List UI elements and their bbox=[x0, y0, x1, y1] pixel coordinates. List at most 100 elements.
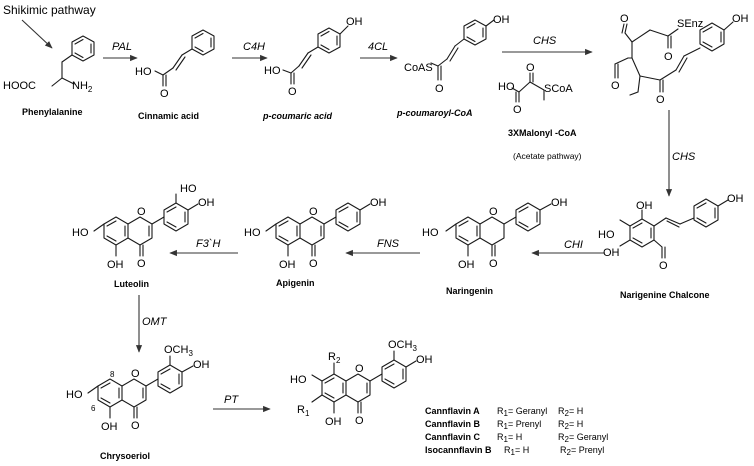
apigenin-structure: HO O OH O OH bbox=[244, 197, 387, 271]
chs-top-label: CHS bbox=[533, 35, 557, 47]
ho-label: HO bbox=[66, 389, 83, 401]
legend-row-cannflavin-c: Cannflavin C R1= H R2= Geranyl bbox=[425, 432, 608, 444]
ho-label: HO bbox=[422, 227, 439, 239]
oh-label: OH bbox=[551, 197, 568, 209]
polyketide-intermediate-structure: O O SEnz OH O O bbox=[611, 13, 749, 106]
position-6-label: 6 bbox=[91, 404, 96, 413]
ho-label: HO bbox=[180, 183, 197, 195]
cannflavin-legend: Cannflavin A R1= Geranyl R2= H Cannflavi… bbox=[425, 406, 608, 457]
oh-label: OH bbox=[198, 197, 215, 209]
f3h-label: F3`H bbox=[196, 238, 221, 250]
shikimic-pathway-label: Shikimic pathway bbox=[3, 3, 96, 17]
luteolin-name: Luteolin bbox=[114, 279, 149, 289]
legend-r1: R1= H bbox=[504, 445, 529, 457]
o-label: O bbox=[664, 51, 673, 63]
malonyl-coa-name: 3XMalonyl -CoA bbox=[508, 128, 577, 138]
legend-row-isocannflavin-b: Isocannflavin B R1= H R2= Prenyl bbox=[425, 445, 604, 457]
oh-label: OH bbox=[416, 354, 433, 366]
cinnamic-acid-name: Cinnamic acid bbox=[138, 111, 199, 121]
p-coumaroyl-coa-structure: CoAS O OH bbox=[404, 14, 510, 95]
ho-label: HO bbox=[244, 227, 261, 239]
chrysoeriol-name: Chrysoeriol bbox=[100, 451, 150, 461]
o-label: O bbox=[137, 206, 146, 218]
legend-name: Cannflavin C bbox=[425, 432, 481, 442]
fns-label: FNS bbox=[377, 238, 400, 250]
ho-label: HO bbox=[135, 66, 152, 78]
ho-label: HO bbox=[598, 229, 615, 241]
p-coumaroyl-coa-name: p-coumaroyl-CoA bbox=[396, 108, 473, 118]
o-label: O bbox=[309, 258, 318, 270]
legend-r1: R1= H bbox=[497, 432, 522, 444]
legend-r2: R2= H bbox=[558, 406, 583, 418]
ho-label: HO bbox=[264, 65, 281, 77]
pal-label: PAL bbox=[112, 41, 132, 53]
chs-right-label: CHS bbox=[672, 151, 696, 163]
o-label: O bbox=[611, 80, 620, 92]
oh-label: OH bbox=[107, 259, 124, 271]
oh-label: OH bbox=[193, 359, 210, 371]
o-label: O bbox=[435, 83, 444, 95]
nh2-label: NH2 bbox=[72, 80, 93, 94]
ho-label: HO bbox=[72, 227, 89, 239]
malonyl-coa-structure: O SCoA O HO bbox=[498, 62, 573, 116]
oh-label: OH bbox=[603, 247, 620, 259]
o-label: O bbox=[656, 94, 665, 106]
o-label: O bbox=[620, 13, 629, 25]
o-label: O bbox=[489, 206, 498, 218]
coas-label: CoAS bbox=[404, 62, 433, 74]
acetate-pathway-label: (Acetate pathway) bbox=[513, 151, 582, 161]
r1-label: R1 bbox=[297, 404, 310, 418]
cannflavin-core-structure: HO R2 R1 O OH O OH OCH3 bbox=[290, 339, 433, 428]
oh-label: OH bbox=[101, 421, 118, 433]
cinnamic-acid-structure: HO O bbox=[135, 29, 215, 100]
oh-label: OH bbox=[458, 259, 475, 271]
chrysoeriol-structure: HO O OH O OH OCH3 8 6 bbox=[66, 344, 210, 433]
naringenin-name: Naringenin bbox=[446, 286, 493, 296]
p-coumaric-acid-name: p-coumaric acid bbox=[262, 111, 333, 121]
shikimic-arrow bbox=[21, 19, 53, 49]
o-label: O bbox=[659, 260, 668, 272]
chi-label: CHI bbox=[564, 239, 583, 251]
och3-label: OCH3 bbox=[164, 344, 193, 358]
och3-label: OCH3 bbox=[388, 339, 417, 353]
4cl-label: 4CL bbox=[368, 41, 388, 53]
o-label: O bbox=[513, 104, 522, 116]
legend-r1: R1= Geranyl bbox=[497, 406, 547, 418]
ho-label: HO bbox=[498, 81, 515, 93]
o-label: O bbox=[131, 420, 140, 432]
apigenin-name: Apigenin bbox=[276, 278, 315, 288]
scoa-label: SCoA bbox=[544, 83, 573, 95]
o-label: O bbox=[309, 206, 318, 218]
ho-label: HO bbox=[290, 374, 307, 386]
legend-name: Cannflavin B bbox=[425, 419, 481, 429]
o-label: O bbox=[137, 258, 146, 270]
oh-label: OH bbox=[636, 200, 653, 212]
oh-label: OH bbox=[727, 193, 744, 205]
p-coumaric-acid-structure: HO O OH bbox=[264, 16, 363, 98]
senz-label: SEnz bbox=[677, 18, 703, 30]
oh-label: OH bbox=[279, 259, 296, 271]
position-8-label: 8 bbox=[110, 370, 115, 379]
o-label: O bbox=[489, 258, 498, 270]
r2-label: R2 bbox=[328, 351, 341, 365]
naringenine-chalcone-name: Narigenine Chalcone bbox=[620, 290, 710, 300]
naringenine-chalcone-structure: HO OH OH O OH bbox=[598, 193, 744, 272]
o-label: O bbox=[526, 62, 535, 74]
hooc-label: HOOC bbox=[3, 80, 36, 92]
naringenin-structure: HO O OH O OH bbox=[422, 197, 568, 271]
pt-label: PT bbox=[224, 394, 239, 406]
o-label: O bbox=[355, 415, 364, 427]
legend-name: Cannflavin A bbox=[425, 406, 480, 416]
oh-label: OH bbox=[346, 16, 363, 28]
legend-r1: R1= Prenyl bbox=[497, 419, 541, 431]
o-label: O bbox=[355, 363, 364, 375]
phenylalanine-structure: HOOC NH2 bbox=[3, 35, 95, 94]
oh-label: OH bbox=[732, 13, 749, 25]
oh-label: OH bbox=[493, 14, 510, 26]
legend-name: Isocannflavin B bbox=[425, 445, 492, 455]
luteolin-structure: HO O OH O OH HO bbox=[72, 183, 215, 271]
legend-r2: R2= H bbox=[558, 419, 583, 431]
o-label: O bbox=[160, 88, 169, 100]
